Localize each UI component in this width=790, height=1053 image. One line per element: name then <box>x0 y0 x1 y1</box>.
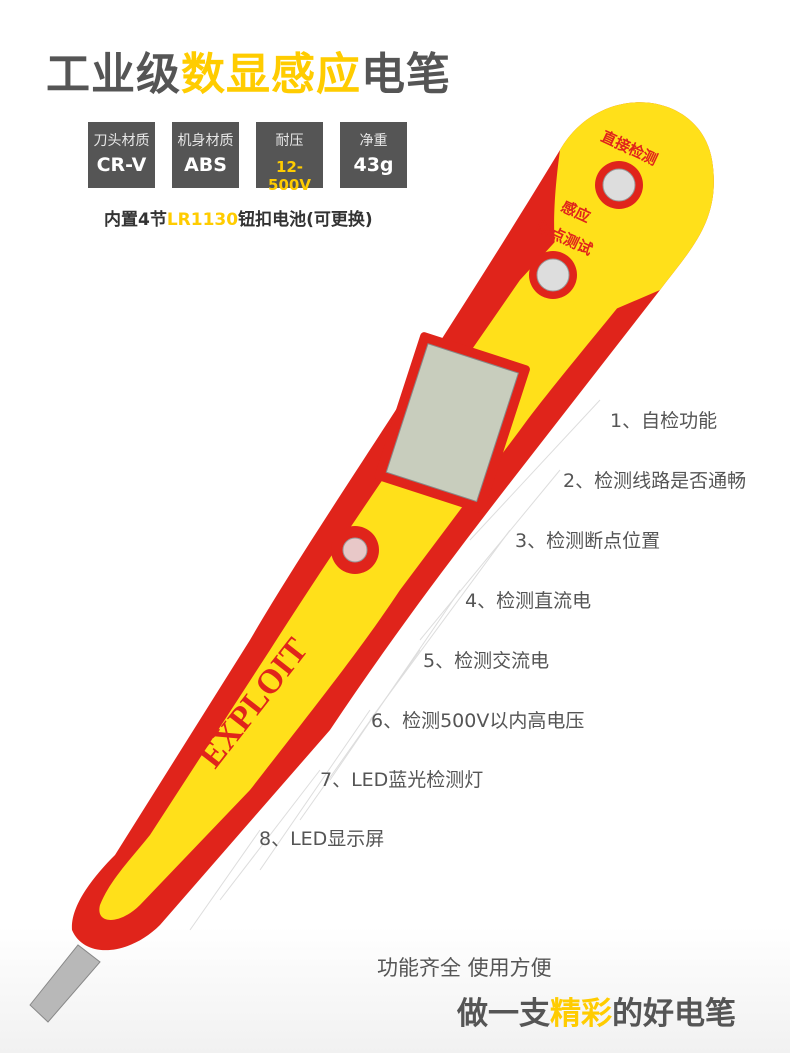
slogan-line2: 做一支精彩的好电笔 <box>457 988 736 1033</box>
slogan-part: 做一支 <box>457 996 550 1032</box>
title-highlight: 数显感应 <box>181 49 361 100</box>
feature-item: 5、检测交流电 <box>423 650 550 672</box>
leader-lines <box>189 399 601 931</box>
slogan-highlight: 精彩 <box>550 996 612 1032</box>
spec-blade-material: 刀头材质 CR-V <box>88 122 155 188</box>
feature-item: 2、检测线路是否通畅 <box>563 470 747 492</box>
screwdriver-blade <box>29 944 101 1023</box>
spec-body-material: 机身材质 ABS <box>172 122 239 188</box>
title-part1: 工业级 <box>46 49 181 100</box>
direct-test-button[interactable] <box>602 168 636 202</box>
spec-value: ABS <box>184 154 227 176</box>
spec-label: 刀头材质 <box>93 133 150 149</box>
pen-head-yellow <box>554 102 714 320</box>
battery-prefix: 内置4节 <box>104 210 167 230</box>
spec-value: CR-V <box>96 154 147 176</box>
feature-item: 8、LED显示屏 <box>259 828 385 850</box>
feature-item: 4、检测直流电 <box>465 590 592 612</box>
spec-label: 机身材质 <box>177 133 234 149</box>
spec-label: 净重 <box>359 133 388 149</box>
led-light-icon <box>342 537 368 563</box>
title-part2: 电笔 <box>361 49 451 100</box>
spec-boxes: 刀头材质 CR-V 机身材质 ABS 耐压 12-500V 净重 43g <box>88 122 407 194</box>
page-title: 工业级数显感应电笔 <box>46 38 451 102</box>
battery-info: 内置4节LR1130钮扣电池(可更换) <box>104 205 373 230</box>
battery-model: LR1130 <box>166 210 239 230</box>
slogan-line1: 功能齐全 使用方便 <box>377 956 552 980</box>
feature-item: 1、自检功能 <box>610 410 718 432</box>
spec-label: 耐压 <box>275 133 304 149</box>
feature-item: 7、LED蓝光检测灯 <box>320 769 484 791</box>
feature-item: 6、检测500V以内高电压 <box>371 710 585 732</box>
slogan-part: 的好电笔 <box>612 996 736 1032</box>
battery-suffix: 钮扣电池(可更换) <box>238 210 373 230</box>
spec-value: 43g <box>353 154 394 176</box>
spec-weight: 净重 43g <box>340 122 407 188</box>
spec-value: 12-500V <box>268 158 311 194</box>
feature-item: 3、检测断点位置 <box>515 530 661 552</box>
lcd-screen <box>385 343 519 503</box>
spec-voltage: 耐压 12-500V <box>256 122 323 194</box>
induction-button[interactable] <box>536 258 570 292</box>
